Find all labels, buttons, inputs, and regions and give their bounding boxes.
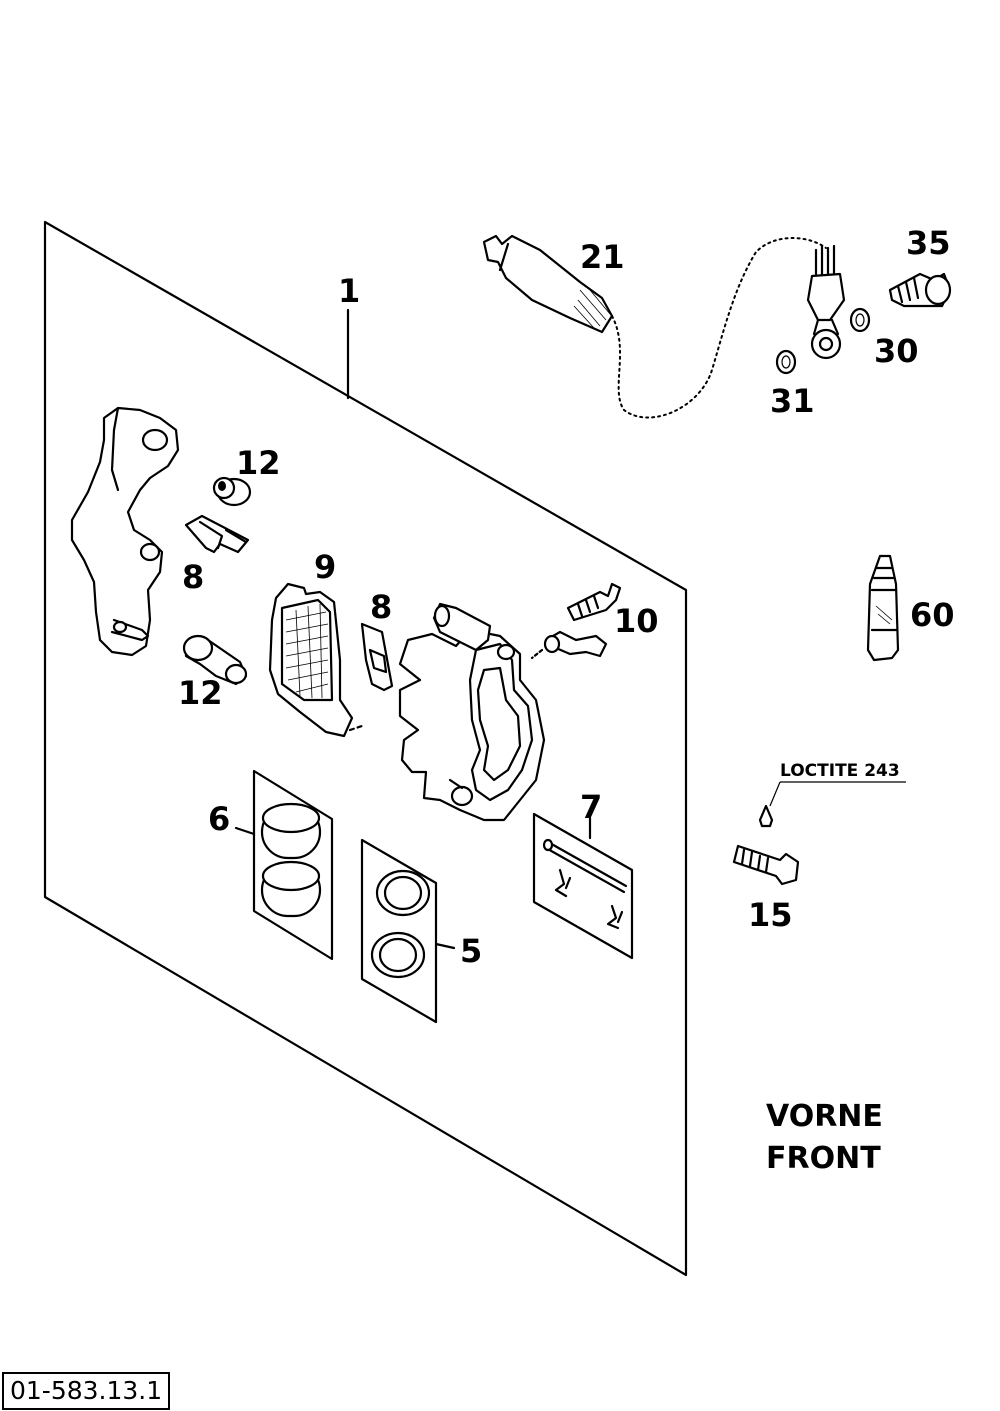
- label-part-7: 7: [580, 788, 602, 826]
- part-labels: 1 12 8 9 8 12 10 6 7 5 21 35 30 31 60 15…: [178, 224, 955, 970]
- banjo-fitting: [806, 244, 846, 360]
- loctite-note: LOCTITE 243: [780, 761, 900, 781]
- label-part-30: 30: [874, 332, 919, 370]
- title-line-english: FRONT: [766, 1141, 881, 1176]
- pin-kit-7: [532, 812, 634, 960]
- brake-hose-dotted-line: [611, 237, 827, 419]
- diagram-title: VORNE FRONT: [766, 1096, 916, 1180]
- label-part-15: 15: [748, 896, 793, 934]
- bushing-12-upper: [212, 476, 252, 507]
- screw-15: [732, 781, 906, 886]
- washer-31: [775, 349, 797, 375]
- assembly-panel: [43, 220, 688, 1277]
- label-part-1: 1: [338, 272, 360, 310]
- brake-pad-9: [268, 582, 364, 738]
- label-part-12-upper: 12: [236, 444, 281, 482]
- banjo-bolt-35: [888, 272, 952, 308]
- grease-tube-60: [866, 554, 900, 662]
- loctite-drop-icon: [758, 804, 774, 828]
- label-part-12-lower: 12: [178, 674, 223, 712]
- label-part-5: 5: [460, 932, 482, 970]
- label-part-60: 60: [910, 596, 955, 634]
- drawing-reference-number: 01-583.13.1: [2, 1372, 171, 1410]
- caliper-body: [398, 602, 546, 822]
- pad-friction-hatch: [285, 603, 329, 699]
- label-part-35: 35: [906, 224, 951, 262]
- guide-pin-12-lower: [182, 634, 248, 686]
- seal-kit-5: [360, 838, 456, 1024]
- washer-30: [849, 307, 871, 333]
- label-part-31: 31: [770, 382, 815, 420]
- title-line-german: VORNE: [766, 1099, 883, 1134]
- bleeder-valve-10: [530, 582, 622, 660]
- label-part-10: 10: [614, 602, 659, 640]
- label-part-9: 9: [314, 548, 336, 586]
- label-part-6: 6: [208, 800, 230, 838]
- pad-spring-8-middle: [360, 622, 394, 692]
- label-part-21: 21: [580, 238, 625, 276]
- label-part-8-middle: 8: [370, 588, 392, 626]
- spring-clip-8-upper: [184, 514, 250, 554]
- brake-hose-21: [482, 234, 827, 419]
- piston-kit-6: [234, 769, 334, 961]
- label-part-8-upper: 8: [182, 558, 204, 596]
- caliper-bracket: [70, 406, 180, 657]
